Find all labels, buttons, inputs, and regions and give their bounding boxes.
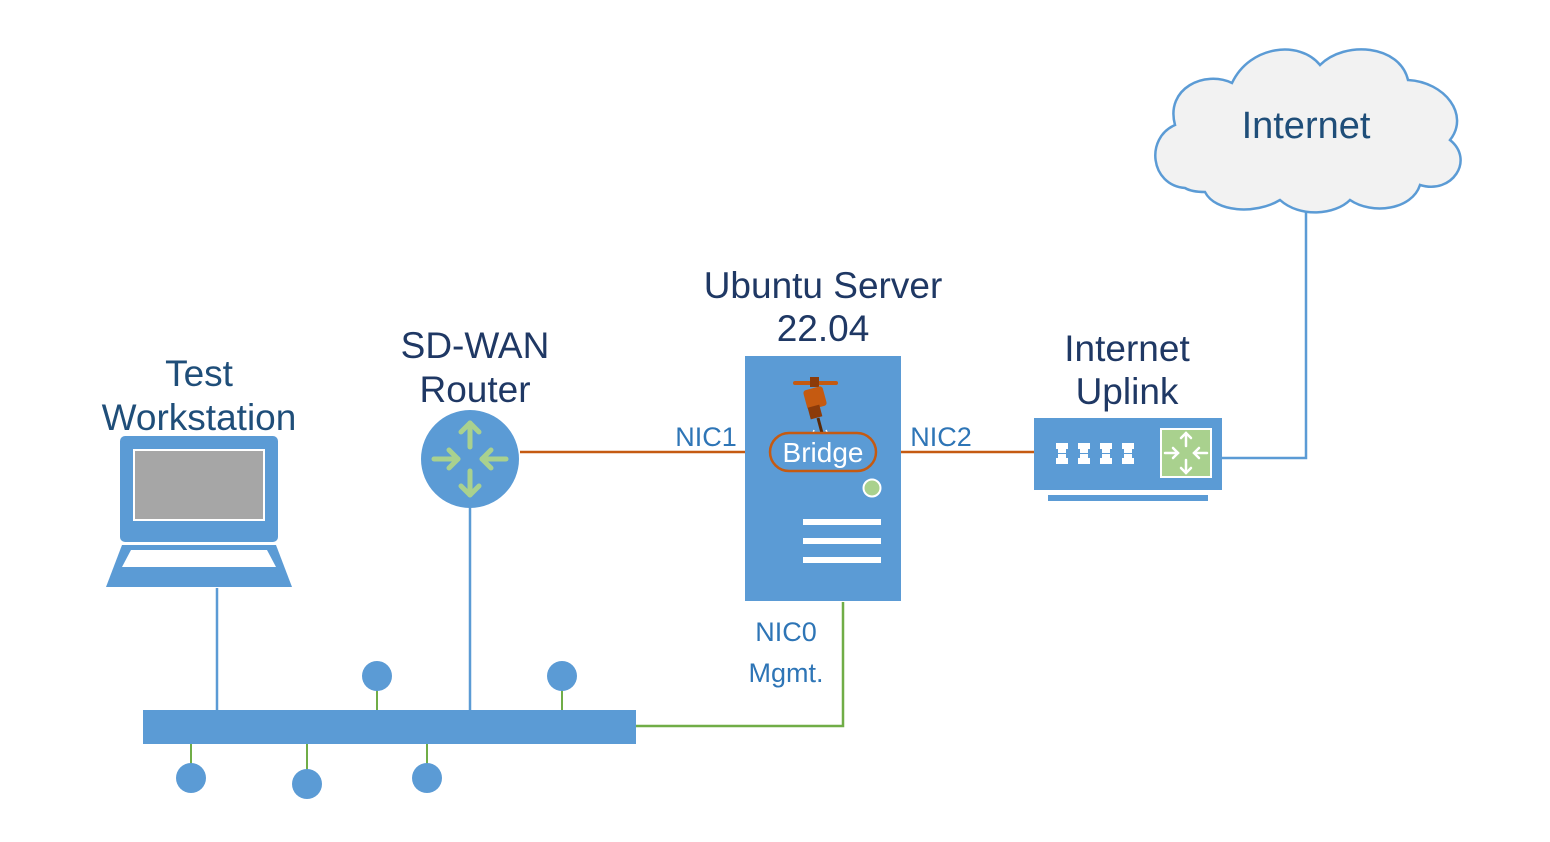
internet-uplink-label-line1: Internet bbox=[1064, 328, 1190, 369]
status-led bbox=[862, 478, 882, 498]
nic0-label-line2: Mgmt. bbox=[748, 658, 823, 688]
lan-host-node bbox=[176, 763, 206, 793]
internet-uplink-label-line2: Uplink bbox=[1076, 371, 1179, 412]
test-workstation-label-line1: Test bbox=[165, 353, 234, 394]
cloud-icon bbox=[1154, 48, 1462, 214]
laptop-icon bbox=[106, 436, 292, 587]
test-workstation-label-line2: Workstation bbox=[102, 397, 297, 438]
router-icon bbox=[421, 410, 519, 508]
lan-host-node bbox=[547, 661, 577, 691]
bridge-label: Bridge bbox=[783, 437, 864, 468]
mgmt-link bbox=[636, 602, 845, 728]
nic2-label: NIC2 bbox=[910, 422, 972, 452]
switch-ports bbox=[1056, 443, 1134, 464]
nic1-label: NIC1 bbox=[675, 422, 737, 452]
network-switch-icon bbox=[1034, 418, 1222, 501]
lan-host-node bbox=[362, 661, 392, 691]
internet-cloud-label: Internet bbox=[1242, 105, 1371, 147]
ubuntu-server-label-line2: 22.04 bbox=[777, 308, 870, 349]
lan-bus-icon bbox=[143, 661, 636, 799]
ubuntu-server-label-line1: Ubuntu Server bbox=[704, 265, 943, 306]
lan-host-node bbox=[412, 763, 442, 793]
nic0-label-line1: NIC0 bbox=[755, 617, 817, 647]
sdwan-router-label-line1: SD-WAN bbox=[401, 325, 550, 366]
bridge-badge bbox=[768, 431, 878, 473]
sdwan-router-label-line2: Router bbox=[419, 369, 530, 410]
uplink-to-internet-link bbox=[1222, 210, 1308, 460]
lan-host-node bbox=[292, 769, 322, 799]
